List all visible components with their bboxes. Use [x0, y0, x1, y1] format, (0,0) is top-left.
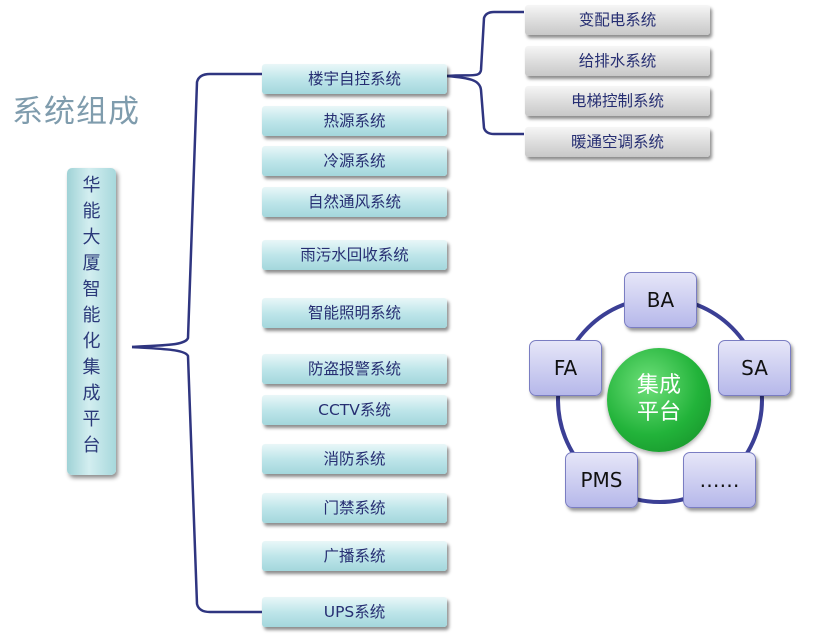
- platform-node-fa: FA: [529, 340, 602, 396]
- page-title: 系统组成: [12, 94, 140, 130]
- subsystem-box-water-supply: 给排水系统: [525, 46, 710, 76]
- system-box-heat-source: 热源系统: [262, 106, 447, 136]
- root-char: 集: [82, 357, 101, 378]
- root-char: 智: [82, 279, 101, 300]
- platform-node-ba: BA: [624, 272, 697, 328]
- sub-bracket-lower: [446, 74, 524, 136]
- main-bracket: [131, 72, 262, 349]
- system-box-rainwater-recycling: 雨污水回收系统: [262, 240, 447, 270]
- root-char: 平: [82, 409, 101, 430]
- system-box-cold-source: 冷源系统: [262, 146, 447, 176]
- system-box-intrusion-alarm: 防盗报警系统: [262, 354, 447, 384]
- root-char: 成: [82, 383, 101, 404]
- subsystem-box-hvac: 暖通空调系统: [525, 127, 710, 157]
- root-char: 台: [82, 435, 101, 456]
- system-box-broadcast: 广播系统: [262, 541, 447, 571]
- root-char: 厦: [82, 253, 101, 274]
- root-char: 能: [82, 305, 101, 326]
- system-box-building-automation: 楼宇自控系统: [262, 64, 447, 94]
- platform-node-more: ……: [683, 452, 756, 508]
- system-box-fire-protection: 消防系统: [262, 444, 447, 474]
- root-node-integrated-platform: 华 能 大 厦 智 能 化 集 成 平 台: [67, 168, 116, 475]
- platform-node-sa: SA: [718, 340, 791, 396]
- system-box-access-control: 门禁系统: [262, 493, 447, 523]
- main-bracket-lower: [131, 345, 262, 614]
- subsystem-box-elevator-control: 电梯控制系统: [525, 86, 710, 116]
- subsystem-box-power-distribution: 变配电系统: [525, 5, 710, 35]
- sub-bracket: [446, 10, 524, 78]
- platform-center: 集成 平台: [607, 348, 711, 452]
- root-char: 能: [82, 201, 101, 222]
- system-box-smart-lighting: 智能照明系统: [262, 298, 447, 328]
- system-box-cctv: CCTV系统: [262, 395, 447, 425]
- platform-center-line2: 平台: [636, 400, 681, 425]
- root-char: 化: [82, 331, 101, 352]
- platform-node-pms: PMS: [565, 452, 638, 508]
- root-char: 大: [82, 227, 101, 248]
- root-char: 华: [82, 175, 101, 196]
- system-box-natural-ventilation: 自然通风系统: [262, 187, 447, 217]
- platform-center-line1: 集成: [636, 373, 681, 398]
- system-box-ups: UPS系统: [262, 597, 447, 627]
